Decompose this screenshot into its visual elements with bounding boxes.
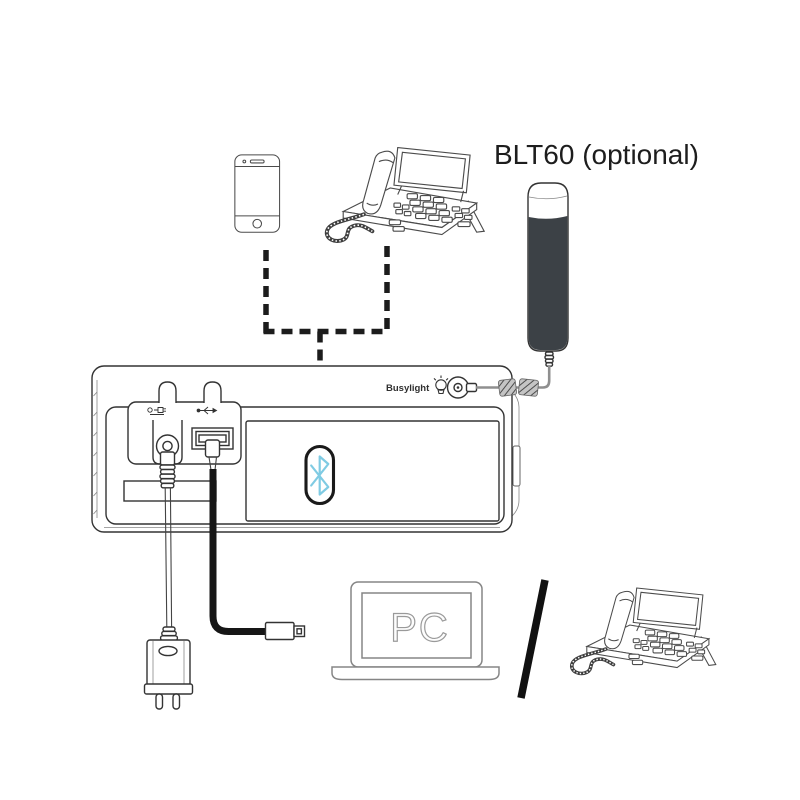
power-adapter (143, 626, 194, 710)
cable-wrap (518, 378, 539, 397)
bluetooth-icon (310, 455, 330, 496)
adapter-strain-relief (159, 626, 179, 641)
usb-a-connector (264, 621, 306, 641)
smartphone (234, 154, 281, 233)
busylight-cord (544, 351, 555, 367)
hanger-tab (158, 381, 177, 403)
usb-cable (204, 439, 306, 641)
busylight-port-label: Busylight (386, 383, 430, 394)
desk-phone-bottom (569, 586, 718, 676)
slash-separator (517, 579, 549, 699)
busylight-jack (446, 376, 478, 399)
laptop-base (331, 666, 500, 681)
speakerphone-rear-panel: Busylight (91, 365, 521, 533)
side-button (512, 445, 521, 487)
dc-power-icon (147, 407, 166, 415)
busylight-cable (476, 366, 551, 397)
blt60-label: BLT60 (optional) (494, 139, 699, 170)
busylight-body (528, 216, 568, 350)
busylight-blt60 (527, 182, 569, 367)
micro-usb-plug (204, 439, 221, 458)
hanger-tab (203, 381, 222, 403)
desk-phone-top (324, 145, 487, 243)
light-bulb-icon (433, 375, 449, 395)
usb-icon (196, 406, 218, 415)
pc-screen-label: PC (390, 606, 450, 650)
plug-prong (172, 693, 181, 710)
cable-strain-relief (159, 464, 176, 489)
laptop-pc: PC (331, 581, 500, 681)
dc-power-cable (159, 451, 176, 628)
bluetooth-button (304, 444, 336, 506)
plug-prong (155, 693, 164, 710)
cable-wrap (497, 378, 518, 397)
